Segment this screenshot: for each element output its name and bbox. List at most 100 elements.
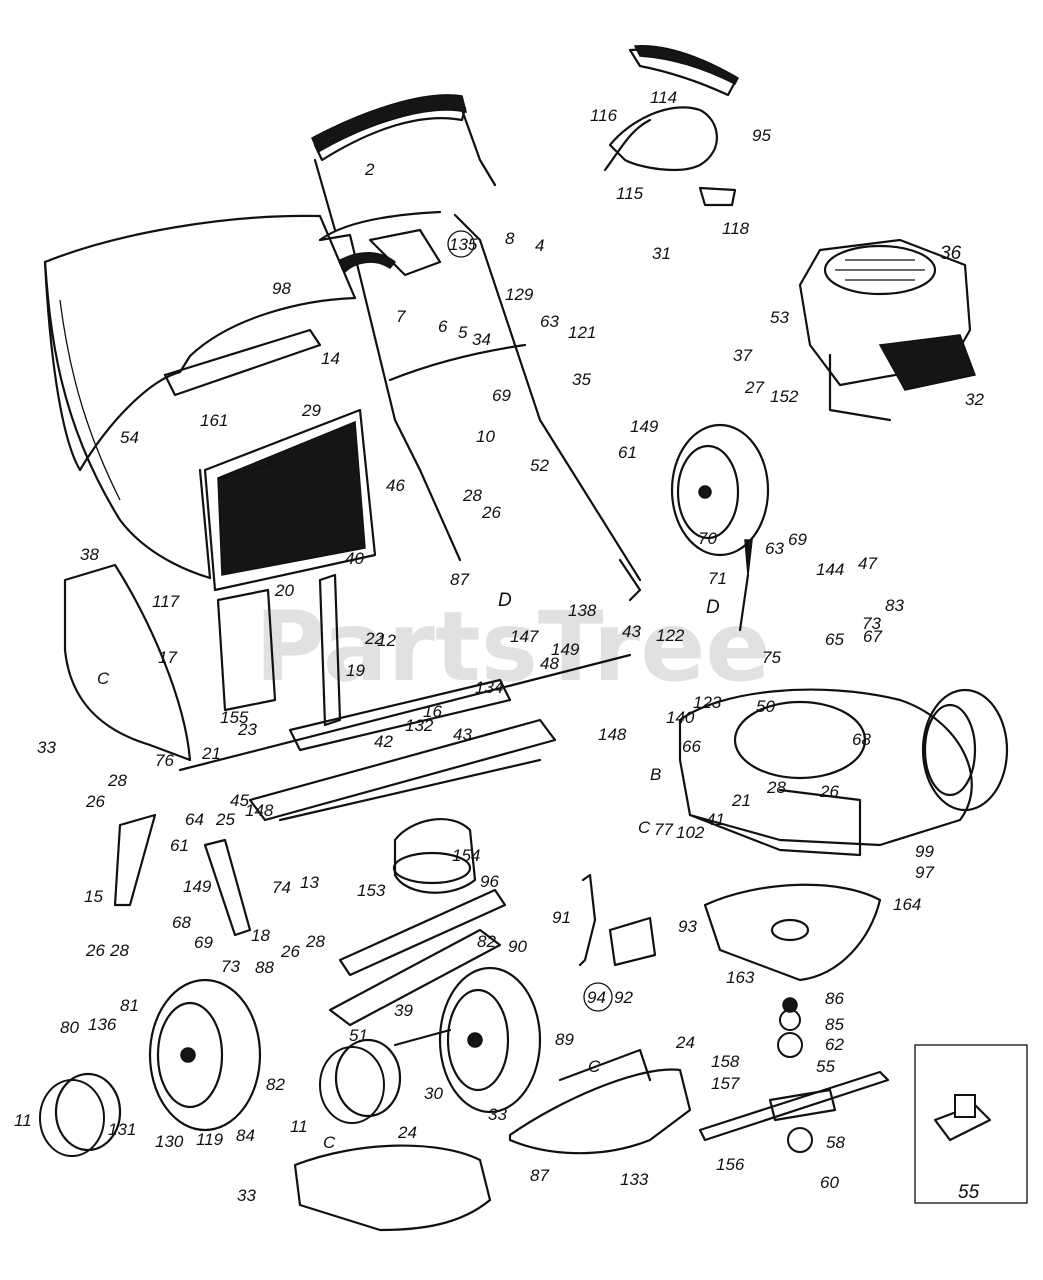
wheel-lever[interactable] <box>113 813 252 937</box>
label-26c: 26 <box>85 941 105 960</box>
label-61a: 61 <box>618 443 637 462</box>
label-81: 81 <box>120 996 139 1015</box>
height-plate[interactable] <box>216 573 342 727</box>
label-158: 158 <box>711 1052 740 1071</box>
label-B: B <box>650 765 661 784</box>
label-154: 154 <box>452 846 480 865</box>
shield-51[interactable] <box>328 928 502 1027</box>
baffle[interactable] <box>703 883 882 982</box>
label-94: 94 <box>587 988 606 1007</box>
label-47: 47 <box>858 554 877 573</box>
label-C-b: C <box>638 818 651 837</box>
label-149b: 149 <box>551 640 580 659</box>
side-chute[interactable] <box>293 1144 492 1232</box>
discharge-chute[interactable] <box>508 1048 692 1155</box>
label-37: 37 <box>733 346 752 365</box>
label-98: 98 <box>272 279 291 298</box>
label-123: 123 <box>693 693 722 712</box>
circle-135 <box>447 230 475 258</box>
label-2: 2 <box>364 160 375 179</box>
blade[interactable] <box>698 997 890 1153</box>
label-149c: 149 <box>183 877 212 896</box>
label-88: 88 <box>255 958 274 977</box>
label-62: 62 <box>825 1035 844 1054</box>
label-140: 140 <box>666 708 695 727</box>
label-66: 66 <box>682 737 701 756</box>
label-117: 117 <box>152 592 180 611</box>
label-97: 97 <box>915 863 934 882</box>
label-87b: 87 <box>530 1166 549 1185</box>
label-93: 93 <box>678 917 697 936</box>
bail-assembly[interactable] <box>603 45 739 207</box>
axle-bolt[interactable] <box>393 1028 452 1047</box>
label-121: 121 <box>568 323 596 342</box>
label-12: 12 <box>377 631 396 650</box>
label-46: 46 <box>386 476 405 495</box>
label-39: 39 <box>394 1001 413 1020</box>
label-69c: 69 <box>194 933 213 952</box>
label-28b: 28 <box>107 771 127 790</box>
label-63b: 63 <box>765 539 784 558</box>
mower-deck[interactable] <box>678 688 973 857</box>
rear-wheel-upper[interactable] <box>670 423 770 557</box>
label-31: 31 <box>652 244 671 263</box>
hub-cap-center[interactable] <box>319 1038 402 1124</box>
label-40: 40 <box>345 549 364 568</box>
label-34: 34 <box>472 330 491 349</box>
front-wheel-left[interactable] <box>148 978 262 1132</box>
label-48: 48 <box>540 654 559 673</box>
label-52: 52 <box>530 456 549 475</box>
label-28c: 28 <box>109 941 129 960</box>
axle-assembly[interactable] <box>178 653 632 822</box>
label-67: 67 <box>863 627 882 646</box>
label-149a: 149 <box>630 417 659 436</box>
label-36: 36 <box>940 243 962 264</box>
inset-box <box>914 1044 1028 1204</box>
engine[interactable] <box>798 238 977 422</box>
label-7: 7 <box>396 307 406 326</box>
label-163: 163 <box>726 968 755 987</box>
height-lever-91[interactable] <box>578 873 657 967</box>
bag-frame[interactable] <box>163 328 377 592</box>
label-26d: 26 <box>280 942 300 961</box>
upper-handle[interactable] <box>311 94 497 232</box>
label-9: 9 <box>318 446 328 465</box>
label-29: 29 <box>301 401 321 420</box>
label-58: 58 <box>826 1133 845 1152</box>
label-43b: 43 <box>453 725 472 744</box>
label-102: 102 <box>676 823 705 842</box>
label-54: 54 <box>120 428 139 447</box>
label-11a: 11 <box>14 1111 32 1130</box>
label-69a: 69 <box>492 386 511 405</box>
label-132: 132 <box>405 716 434 735</box>
label-77: 77 <box>654 820 673 839</box>
label-C-a: C <box>97 669 110 688</box>
control-housing[interactable] <box>339 228 442 277</box>
part-labels: 2 4 5 6 7 8 9 10 11 11 12 13 14 15 16 17… <box>14 88 984 1205</box>
label-155: 155 <box>220 708 249 727</box>
label-129: 129 <box>505 285 534 304</box>
label-130: 130 <box>155 1132 184 1151</box>
label-35: 35 <box>572 370 591 389</box>
rear-wheel-right[interactable] <box>921 688 1009 812</box>
label-28a: 28 <box>462 486 482 505</box>
label-157: 157 <box>711 1074 740 1093</box>
label-89: 89 <box>555 1030 574 1049</box>
label-82b: 82 <box>477 932 496 951</box>
shifter-70[interactable] <box>738 539 753 632</box>
rear-flap[interactable] <box>63 563 192 762</box>
label-73a: 73 <box>862 614 881 633</box>
label-96: 96 <box>480 872 499 891</box>
front-wheel-center[interactable] <box>438 966 542 1114</box>
lower-handle[interactable] <box>318 210 642 602</box>
label-5: 5 <box>458 323 468 342</box>
label-95: 95 <box>752 126 771 145</box>
label-156: 156 <box>716 1155 745 1174</box>
label-8: 8 <box>505 229 515 248</box>
drive-unit[interactable] <box>338 818 507 977</box>
label-42: 42 <box>374 732 393 751</box>
label-82a: 82 <box>266 1075 285 1094</box>
hub-cap-left[interactable] <box>39 1072 122 1157</box>
label-83: 83 <box>885 596 904 615</box>
grass-bag[interactable] <box>43 214 357 580</box>
